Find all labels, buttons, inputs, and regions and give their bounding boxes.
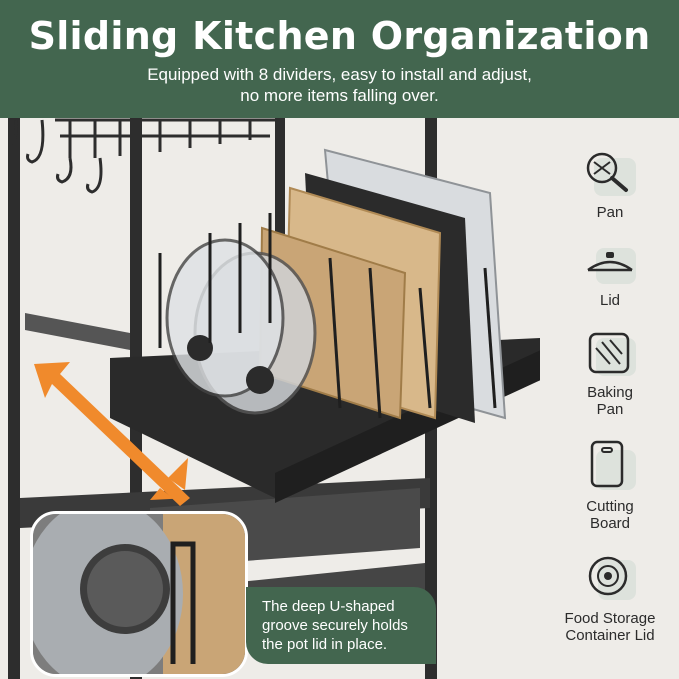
callout-line-1: The deep U-shaped [262, 598, 395, 615]
subtitle-line-1: Equipped with 8 dividers, easy to instal… [147, 65, 532, 84]
dividers [158, 213, 497, 419]
sidebar-item-label-line2: Board [589, 515, 631, 532]
slide-arrow-icon [34, 362, 190, 506]
page-title: Sliding Kitchen Organization [28, 14, 651, 58]
pan-icon [586, 152, 636, 196]
hooks [9, 119, 103, 194]
sidebar-item-label: Pan [596, 204, 624, 221]
sidebar-item-pan: Pan [555, 150, 665, 221]
sidebar-item-label-line1: Cutting [586, 498, 634, 515]
lid-groove-closeup [30, 511, 248, 677]
sidebar-item-baking-pan: Baking Pan [555, 330, 665, 418]
sidebar-item-label-line2: Pan [596, 401, 624, 418]
groove-callout: The deep U-shaped groove securely holds … [246, 587, 436, 664]
callout-line-3: the pot lid in place. [262, 636, 388, 653]
top-basket [55, 118, 285, 158]
page-subtitle: Equipped with 8 dividers, easy to instal… [0, 64, 679, 106]
sidebar-item-label-line1: Baking [587, 384, 633, 401]
sidebar-item-label-line2: Container Lid [565, 627, 655, 644]
cutting-board-icon [590, 440, 636, 490]
subtitle-line-2: no more items falling over. [240, 86, 439, 105]
sidebar-item-lid: Lid [555, 246, 665, 309]
callout-text: The deep U-shaped groove securely holds … [262, 597, 432, 654]
sidebar-item-cutting-board: Cutting Board [555, 440, 665, 532]
lid-icon [587, 248, 636, 284]
sidebar-item-food-storage-lid: Food Storage Container Lid [555, 554, 665, 644]
closeup-illustration [33, 514, 245, 674]
food-storage-lid-icon [588, 556, 636, 600]
sidebar-item-label: Lid [599, 292, 621, 309]
sidebar-item-label-line1: Food Storage [564, 610, 656, 627]
pot-lids [165, 238, 317, 415]
baking-pan-icon [588, 332, 636, 376]
header-banner: Sliding Kitchen Organization Equipped wi… [0, 0, 679, 118]
callout-line-2: groove securely holds [262, 617, 408, 634]
